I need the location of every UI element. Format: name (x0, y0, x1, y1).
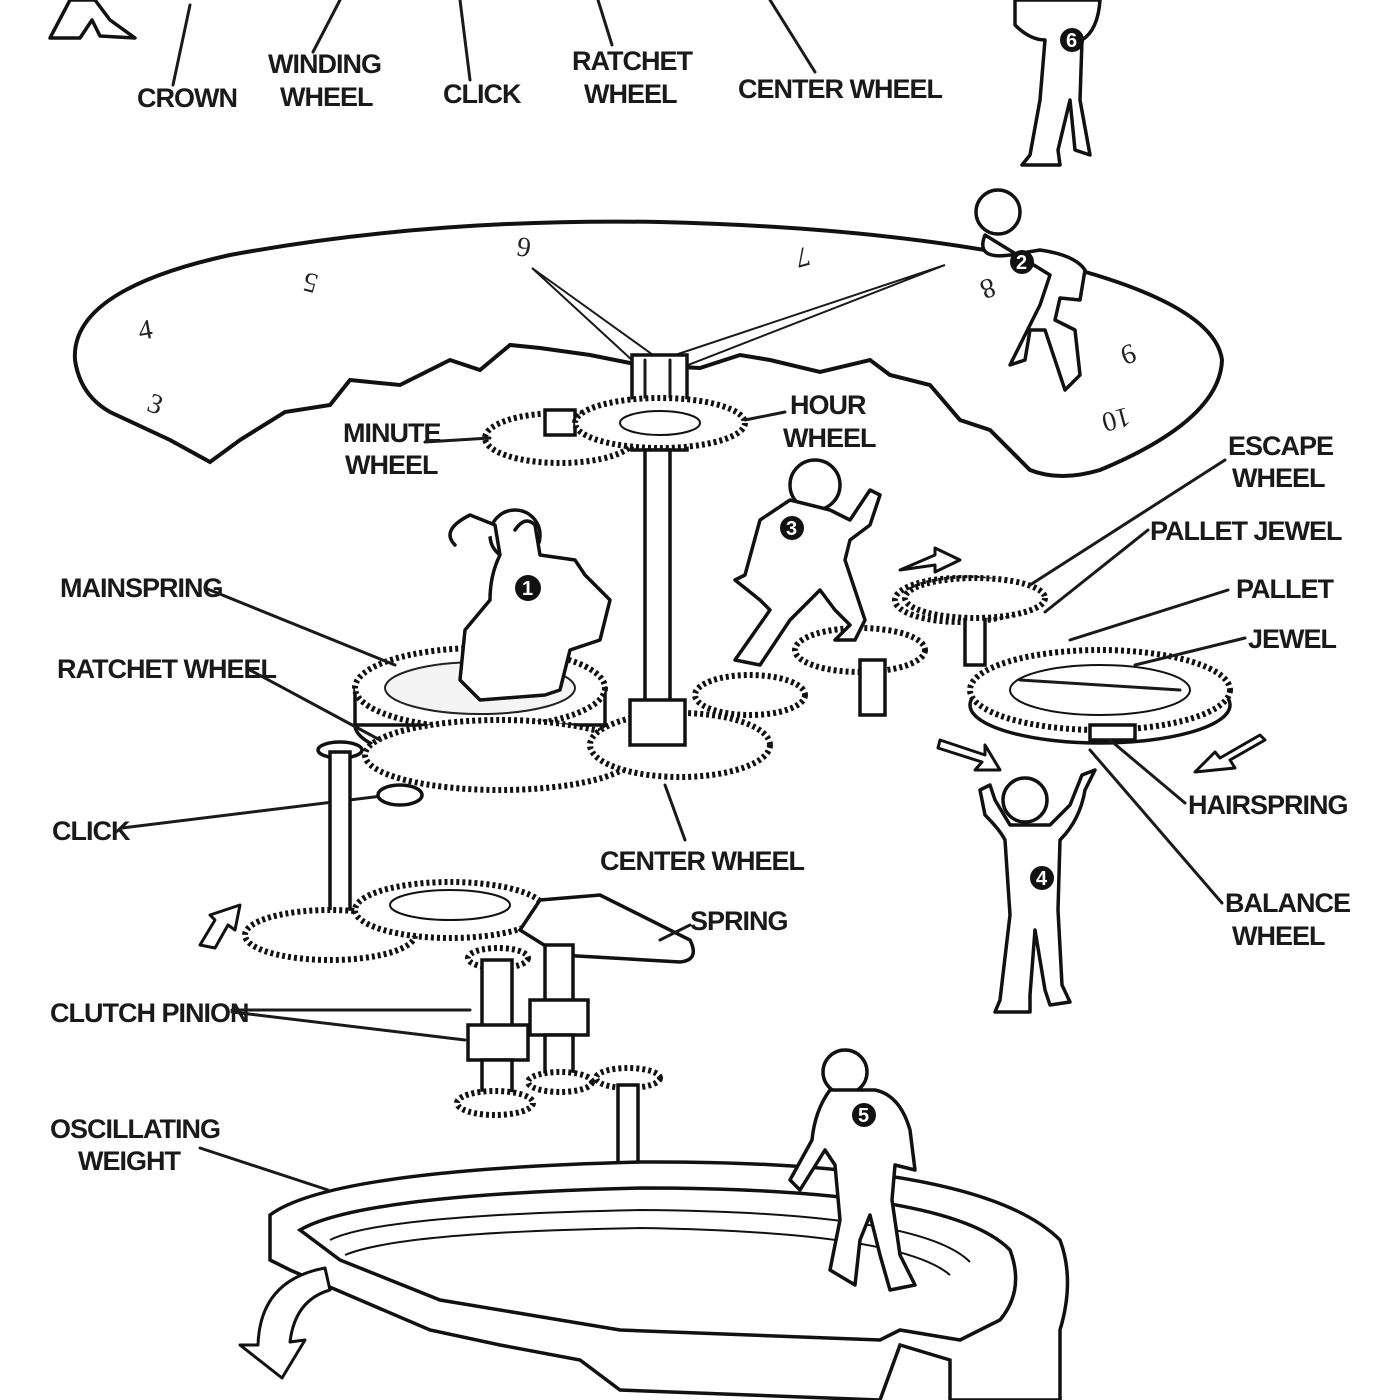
balance-wheel (967, 647, 1233, 745)
clutch-pinions (454, 943, 595, 1118)
oscillating-weight-label-line2: WEIGHT (78, 1146, 181, 1176)
crown-label: CROWN (137, 83, 237, 113)
minute-wheel-label-line1: MINUTE (343, 418, 441, 448)
figure-on-dial: 2 (974, 188, 1087, 392)
balance-wheel-label-line2: WHEEL (1232, 921, 1325, 951)
figure-number-badge (852, 1103, 876, 1127)
hour-wheel-label-line2: WHEEL (783, 423, 876, 453)
ratchet-wheel-plate (362, 698, 773, 793)
jewel-label: JEWEL (1248, 624, 1337, 654)
escape-wheel (898, 546, 1048, 621)
figure-balance: 4 (978, 768, 1097, 1014)
watch-dial: 4 5 6 7 8 9 10 3 (72, 219, 1225, 478)
ratchet-wheel-top-label-line2: WHEEL (584, 79, 677, 109)
mainspring-label: MAINSPRING (60, 573, 223, 603)
figure-number: 3 (786, 518, 797, 540)
figure-walking: 5 (788, 1048, 917, 1292)
pallet-label: PALLET (1236, 574, 1334, 604)
weight-arrow (238, 1266, 332, 1380)
top-crown-figure (48, 0, 137, 40)
minute-wheel-label-line2: WHEEL (345, 450, 438, 480)
ratchet-wheel-top-label-line1: RATCHET (572, 46, 693, 76)
figure-number: 6 (1066, 30, 1077, 52)
oscillating-weight (268, 1160, 1070, 1400)
figure-number-badge (1030, 866, 1054, 890)
figure-number: 2 (1016, 252, 1027, 274)
click-top-label: CLICK (443, 79, 522, 109)
escape-wheel-label-line2: WHEEL (1232, 463, 1325, 493)
click-post (316, 740, 424, 944)
balance-arrows (936, 733, 1267, 774)
balance-wheel-label-line1: BALANCE (1225, 888, 1350, 918)
center-wheel-top-label: CENTER WHEEL (738, 74, 943, 104)
figure-number: 5 (858, 1105, 869, 1127)
figure-number: 1 (522, 578, 533, 600)
center-wheel-label: CENTER WHEEL (600, 846, 805, 876)
ratchet-wheel-label: RATCHET WHEEL (57, 654, 276, 684)
figure-top-right: 6 (1013, 0, 1102, 167)
pallet-jewel-label: PALLET JEWEL (1150, 516, 1342, 546)
figure-number-badge (780, 516, 804, 540)
escape-wheel-label-line1: ESCAPE (1228, 431, 1333, 461)
spring-label: SPRING (690, 906, 788, 936)
dial-numeral-6: 6 (514, 230, 533, 263)
right-leader-lines (1028, 458, 1247, 905)
click-label: CLICK (52, 816, 131, 846)
figure-number-badge (515, 575, 541, 601)
winding-train (198, 879, 696, 964)
hour-wheel-label-line1: HOUR (790, 390, 866, 420)
figure-number: 4 (1036, 868, 1048, 890)
hairspring-label: HAIRSPRING (1188, 790, 1348, 820)
winding-wheel-label-line2: WHEEL (280, 82, 373, 112)
figure-in-barrel: 1 (448, 508, 612, 702)
oscillating-weight-label-line1: OSCILLATING (50, 1114, 220, 1144)
dial-numeral-4: 4 (136, 314, 155, 347)
figure-running: 3 (733, 458, 882, 667)
figure-number-badge (1010, 250, 1034, 274)
hour-wheel-gear (572, 395, 748, 451)
winding-wheel-label-line1: WINDING (268, 49, 381, 79)
figure-number-badge (1060, 28, 1084, 52)
top-leader-lines (171, 0, 817, 87)
clutch-leader-lines (230, 1008, 472, 1042)
clutch-pinion-label: CLUTCH PINION (50, 998, 249, 1028)
